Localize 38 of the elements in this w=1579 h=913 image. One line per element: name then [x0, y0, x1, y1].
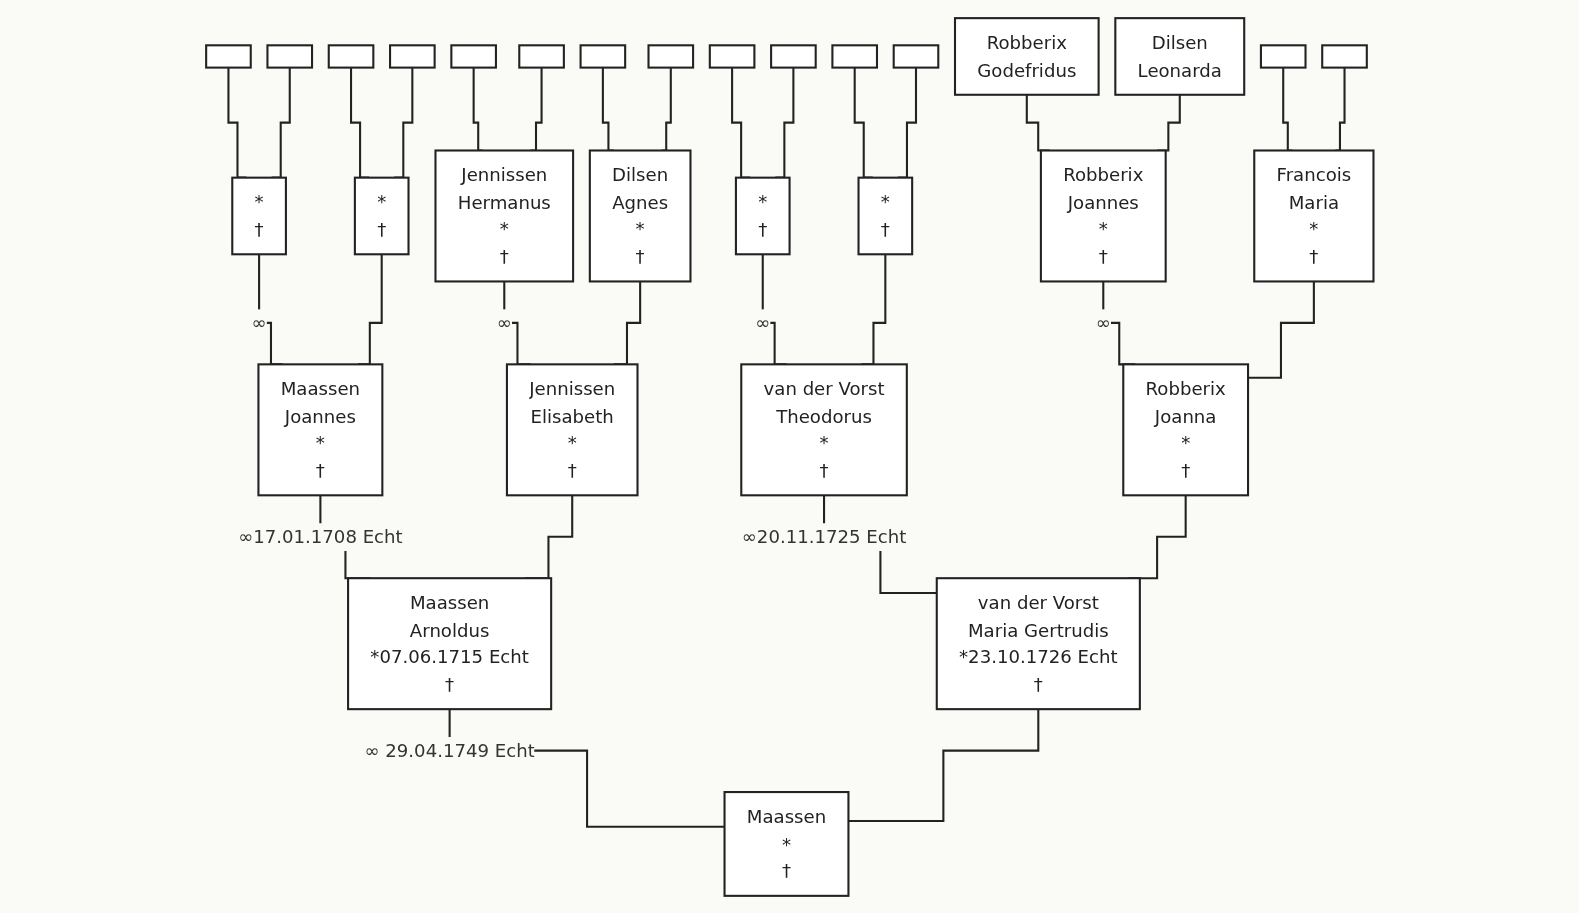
node-box	[579, 43, 626, 69]
node-box	[831, 43, 878, 69]
node-box	[266, 43, 313, 69]
edge-label: ∞20.11.1725 Echt	[741, 525, 906, 547]
node-box	[769, 43, 817, 69]
node-box	[1320, 43, 1368, 69]
node-box: Robberix Joannes * †	[1039, 148, 1167, 282]
node-box: Dilsen Agnes * †	[588, 148, 692, 282]
edge-label: ∞	[754, 311, 770, 333]
edge-label: ∞17.01.1708 Echt	[237, 525, 403, 547]
node-box: Maassen Arnoldus *07.06.1715 Echt †	[346, 576, 552, 710]
node-box	[388, 43, 436, 69]
edge-label: ∞	[496, 311, 512, 333]
node-box	[1259, 43, 1307, 69]
node-box	[892, 43, 939, 69]
node-box	[327, 43, 375, 69]
node-box: Dilsen Leonarda	[1113, 16, 1245, 96]
node-box: Robberix Joanna * †	[1121, 362, 1249, 496]
node-box	[449, 43, 497, 69]
edge-label: ∞ 29.04.1749 Echt	[364, 739, 535, 761]
node-box	[517, 43, 565, 69]
node-box: Jennissen Hermanus * †	[434, 148, 574, 282]
node-box: * †	[353, 176, 410, 255]
node-box: Robberix Godefridus	[953, 16, 1100, 96]
node-box: van der Vorst Maria Gertrudis *23.10.1726 Echt †	[935, 576, 1141, 710]
node-box	[204, 43, 252, 69]
edge-label: ∞	[251, 311, 267, 333]
node-box: * †	[230, 176, 287, 255]
node-box	[647, 43, 694, 69]
node-box: * †	[734, 176, 791, 255]
node-box: van der Vorst Theodorus * †	[739, 362, 908, 496]
node-box: Jennissen Elisabeth * †	[505, 362, 639, 496]
node-box: Maassen * †	[723, 790, 850, 897]
node-box: Maassen Joannes * †	[257, 362, 384, 496]
node-box: * †	[857, 176, 913, 255]
edge-label: ∞	[1095, 311, 1111, 333]
node-box	[708, 43, 756, 69]
node-box: Francois Maria * †	[1252, 148, 1375, 282]
